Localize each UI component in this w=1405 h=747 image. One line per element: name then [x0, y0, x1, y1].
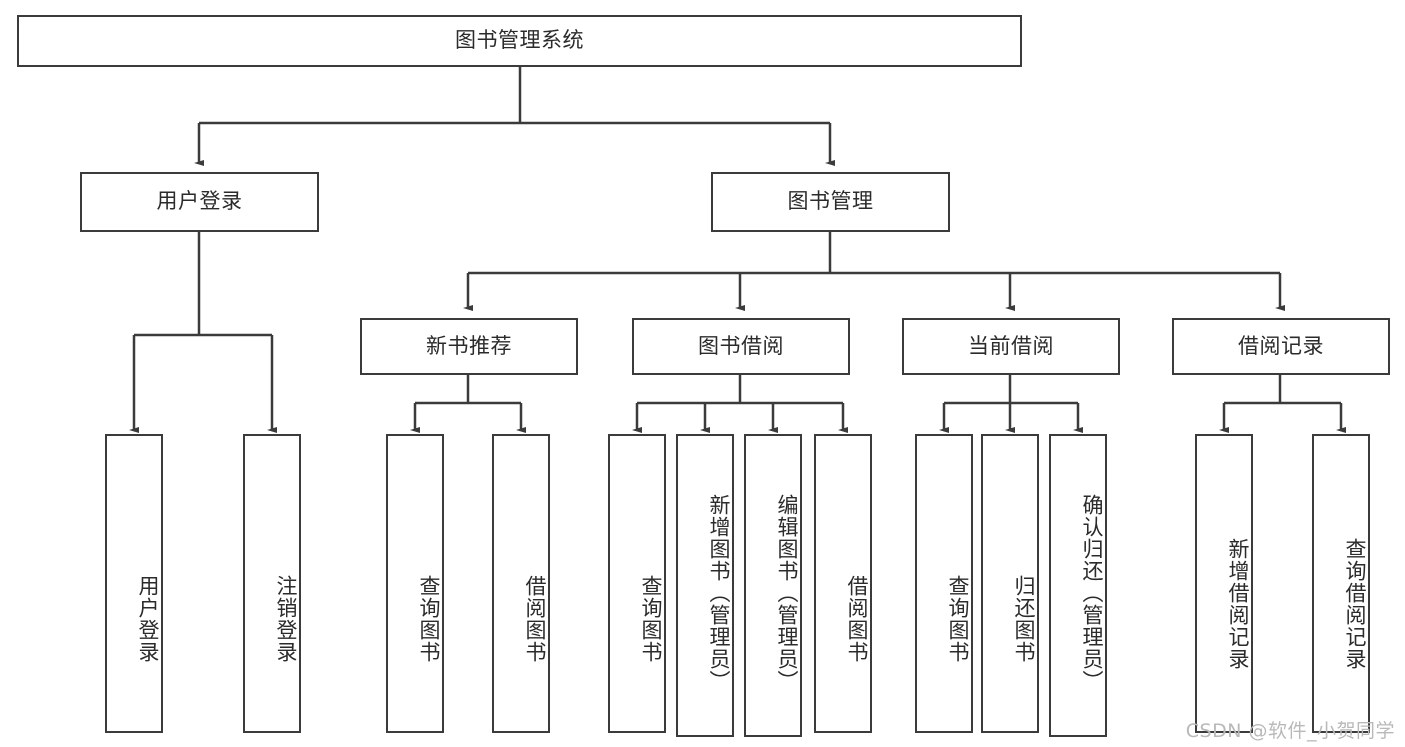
node-book-borrow[interactable]: 图书借阅 — [632, 318, 850, 375]
node-user-login[interactable]: 用户登录 — [80, 172, 319, 232]
leaf-current-borrow-confirm-return[interactable]: 确认归还（管理员） — [1049, 434, 1107, 737]
node-root-label: 图书管理系统 — [455, 28, 584, 53]
leaf-current-borrow-return-book[interactable]: 归还图书 — [981, 434, 1039, 733]
leaf-label: 查询借阅记录 — [1343, 537, 1367, 670]
node-borrow-record-label: 借阅记录 — [1238, 333, 1324, 358]
leaf-book-borrow-add-book[interactable]: 新增图书（管理员） — [676, 434, 734, 737]
leaf-book-borrow-query-book[interactable]: 查询图书 — [608, 434, 666, 733]
leaf-label: 查询图书 — [639, 574, 663, 663]
leaf-label: 查询图书 — [417, 574, 441, 663]
leaf-label: 归还图书 — [1012, 574, 1036, 663]
node-book-borrow-label: 图书借阅 — [698, 333, 784, 358]
leaf-label: 注销登录 — [274, 574, 298, 663]
leaf-label: 借阅图书 — [845, 574, 869, 663]
leaf-label: 查询图书 — [946, 574, 970, 663]
csdn-watermark: CSDN @软件_小贺同学 — [1185, 720, 1395, 742]
node-borrow-record[interactable]: 借阅记录 — [1172, 318, 1390, 375]
leaf-label: 编辑图书（管理员） — [775, 493, 799, 692]
node-current-borrow[interactable]: 当前借阅 — [902, 318, 1120, 375]
leaf-user-login-signout[interactable]: 注销登录 — [243, 434, 301, 733]
node-user-login-label: 用户登录 — [156, 189, 243, 214]
leaf-label: 新增图书（管理员） — [707, 493, 731, 692]
leaf-borrow-record-add-record[interactable]: 新增借阅记录 — [1195, 434, 1253, 733]
node-book-management-label: 图书管理 — [787, 189, 874, 214]
node-new-book-recommend[interactable]: 新书推荐 — [360, 318, 578, 375]
leaf-label: 用户登录 — [136, 574, 160, 663]
node-book-management[interactable]: 图书管理 — [711, 172, 950, 232]
leaf-new-book-query-book[interactable]: 查询图书 — [386, 434, 444, 733]
leaf-borrow-record-query-record[interactable]: 查询借阅记录 — [1312, 434, 1370, 733]
leaf-label: 新增借阅记录 — [1226, 537, 1250, 670]
leaf-label: 确认归还（管理员） — [1080, 493, 1104, 692]
node-root[interactable]: 图书管理系统 — [17, 15, 1022, 67]
leaf-book-borrow-borrow-book[interactable]: 借阅图书 — [814, 434, 872, 733]
node-current-borrow-label: 当前借阅 — [968, 333, 1054, 358]
leaf-user-login-signin[interactable]: 用户登录 — [105, 434, 163, 733]
leaf-book-borrow-edit-book[interactable]: 编辑图书（管理员） — [744, 434, 802, 737]
node-new-book-recommend-label: 新书推荐 — [426, 333, 512, 358]
leaf-current-borrow-query-book[interactable]: 查询图书 — [915, 434, 973, 733]
leaf-new-book-borrow-book[interactable]: 借阅图书 — [492, 434, 550, 733]
leaf-label: 借阅图书 — [523, 574, 547, 663]
